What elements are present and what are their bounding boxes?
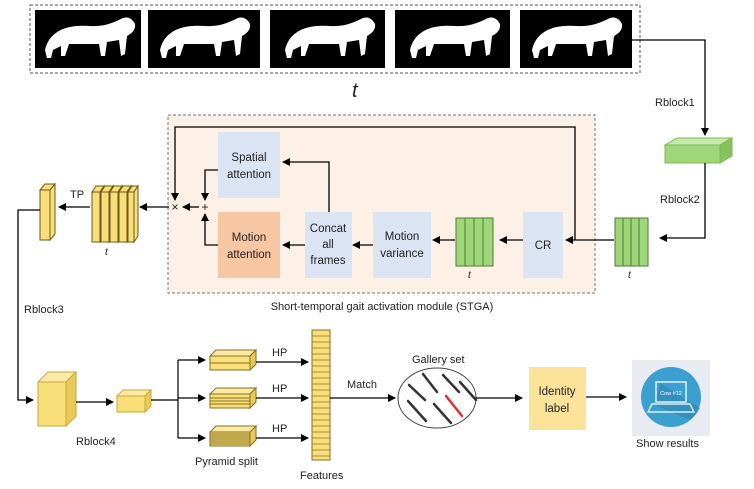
identity-label-box — [529, 367, 586, 430]
match-label: Match — [347, 379, 377, 391]
yellow-frame-stack — [91, 184, 139, 244]
concat-box — [305, 212, 352, 278]
yellow-pooled-slab — [38, 182, 57, 242]
features-label: Features — [300, 470, 344, 482]
spatial-attention-line1: Spatial — [231, 152, 266, 164]
hp-label-3: HP — [272, 423, 287, 435]
show-results-icon: Cow #12 — [632, 360, 710, 436]
arrow-to-spatial-attention — [282, 158, 330, 212]
rblock4-label: Rblock4 — [76, 436, 116, 448]
spatial-attention-line2: attention — [227, 169, 271, 181]
time-label: t — [352, 80, 359, 102]
frame-4 — [395, 10, 510, 68]
concat-line2: all — [322, 239, 334, 251]
plus-operator: + — [201, 200, 208, 214]
rblock2-label: Rblock2 — [660, 194, 700, 206]
arrow-motion-to-plus — [201, 213, 218, 246]
frame-3 — [270, 10, 385, 68]
laptop-icon: Cow #12 — [647, 381, 695, 413]
pyramid-split-label: Pyramid split — [195, 456, 258, 468]
motion-variance-line1: Motion — [385, 231, 420, 243]
t-label-cr-stack: t — [468, 270, 472, 281]
motion-attention-box — [218, 212, 280, 278]
motion-variance-line2: variance — [380, 248, 423, 260]
tp-label: TP — [70, 189, 84, 201]
t-label-input-stack: t — [628, 270, 632, 281]
show-results-label: Show results — [636, 438, 699, 450]
cr-box — [523, 212, 563, 278]
yellow-cube-large — [36, 370, 78, 428]
motion-attention-line2: attention — [227, 249, 271, 261]
identity-line2: label — [545, 403, 569, 415]
arrow-rblock1 — [632, 39, 709, 136]
pyramid-part-1 — [208, 348, 258, 372]
hp-label-1: HP — [272, 347, 287, 359]
pyramid-part-2 — [208, 386, 258, 410]
pyramid-part-3 — [208, 424, 258, 448]
identity-line1: Identity — [538, 386, 575, 398]
green-feature-slab — [663, 137, 734, 164]
laptop-screen-text: Cow #12 — [660, 391, 682, 397]
arrow-rblock3 — [17, 209, 40, 404]
gallery-set-ellipse — [397, 367, 478, 429]
t-label-yellow-stack: t — [105, 247, 109, 258]
frame-1 — [35, 10, 141, 68]
cr-label: CR — [535, 240, 552, 252]
concat-line1: Concat — [310, 223, 347, 235]
frame-5 — [520, 10, 632, 68]
green-frame-stack-cr — [455, 217, 494, 267]
hp-label-2: HP — [272, 383, 287, 395]
matched-sample — [444, 394, 464, 418]
features-column — [311, 329, 331, 461]
gallery-set-label: Gallery set — [412, 354, 465, 366]
stga-caption: Short-temporal gait activation module (S… — [271, 301, 494, 313]
input-frames-strip — [29, 4, 641, 74]
rblock3-label: Rblock3 — [24, 304, 64, 316]
frame-2 — [148, 10, 260, 68]
spatial-attention-box — [218, 132, 280, 198]
arrow-rblock2 — [659, 163, 706, 242]
motion-attention-line1: Motion — [232, 232, 267, 244]
arrow-spatial-to-plus — [201, 169, 218, 201]
green-frame-stack-input — [614, 217, 649, 267]
motion-variance-box — [373, 212, 431, 278]
times-operator: × — [171, 200, 178, 214]
yellow-cube-small — [115, 388, 153, 414]
concat-line3: frames — [310, 255, 345, 267]
rblock1-label: Rblock1 — [655, 97, 695, 109]
skip-connection-arrow — [171, 126, 576, 240]
